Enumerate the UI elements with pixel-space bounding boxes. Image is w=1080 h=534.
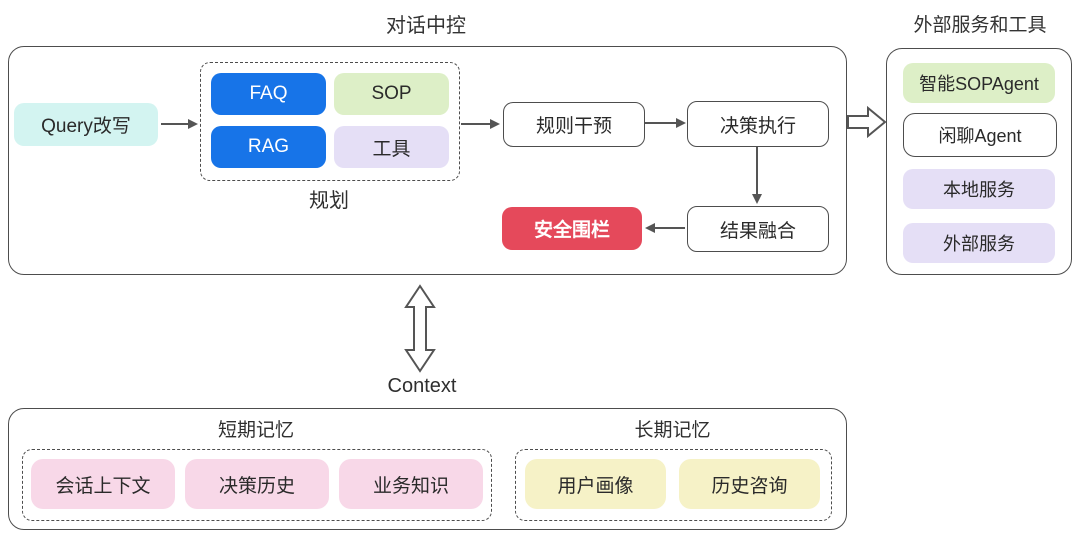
long-term-memory-label: 长期记忆 xyxy=(634,419,711,441)
planning-item-faq: FAQ xyxy=(211,73,326,115)
planning-group: FAQ SOP RAG 工具 xyxy=(200,62,460,181)
planning-item-sop: SOP xyxy=(334,73,449,115)
external-services-title: 外部服务和工具 xyxy=(913,14,1047,36)
long-term-item-user-profile: 用户画像 xyxy=(525,459,666,509)
rule-intervention-node: 规则干预 xyxy=(503,102,645,147)
dialog-control-title: 对话中控 xyxy=(386,14,466,37)
external-item-sop-agent: 智能SOPAgent xyxy=(903,63,1055,103)
short-term-item-session-context: 会话上下文 xyxy=(31,459,175,509)
short-term-item-business-knowledge: 业务知识 xyxy=(339,459,483,509)
short-term-memory-group xyxy=(22,449,492,521)
long-term-item-history-consult: 历史咨询 xyxy=(679,459,820,509)
external-item-local-service: 本地服务 xyxy=(903,169,1055,209)
hollow-arrow-to-external xyxy=(847,105,887,139)
planning-label: 规划 xyxy=(309,189,349,212)
planning-item-tools: 工具 xyxy=(334,126,449,168)
query-rewrite-node: Query改写 xyxy=(14,103,158,146)
short-term-item-decision-history: 决策历史 xyxy=(185,459,329,509)
external-item-external-service: 外部服务 xyxy=(903,223,1055,263)
decision-execution-node: 决策执行 xyxy=(687,101,829,147)
external-item-chitchat-agent: 闲聊Agent xyxy=(903,113,1057,157)
long-term-memory-group xyxy=(515,449,832,521)
external-services-panel: 智能SOPAgent 闲聊Agent 本地服务 外部服务 xyxy=(886,48,1072,275)
short-term-memory-label: 短期记忆 xyxy=(217,419,294,441)
planning-item-rag: RAG xyxy=(211,126,326,168)
safety-guardrail-node: 安全围栏 xyxy=(502,207,642,250)
context-label: Context xyxy=(387,374,457,397)
result-fusion-node: 结果融合 xyxy=(687,206,829,252)
hollow-double-arrow-context xyxy=(404,284,436,373)
